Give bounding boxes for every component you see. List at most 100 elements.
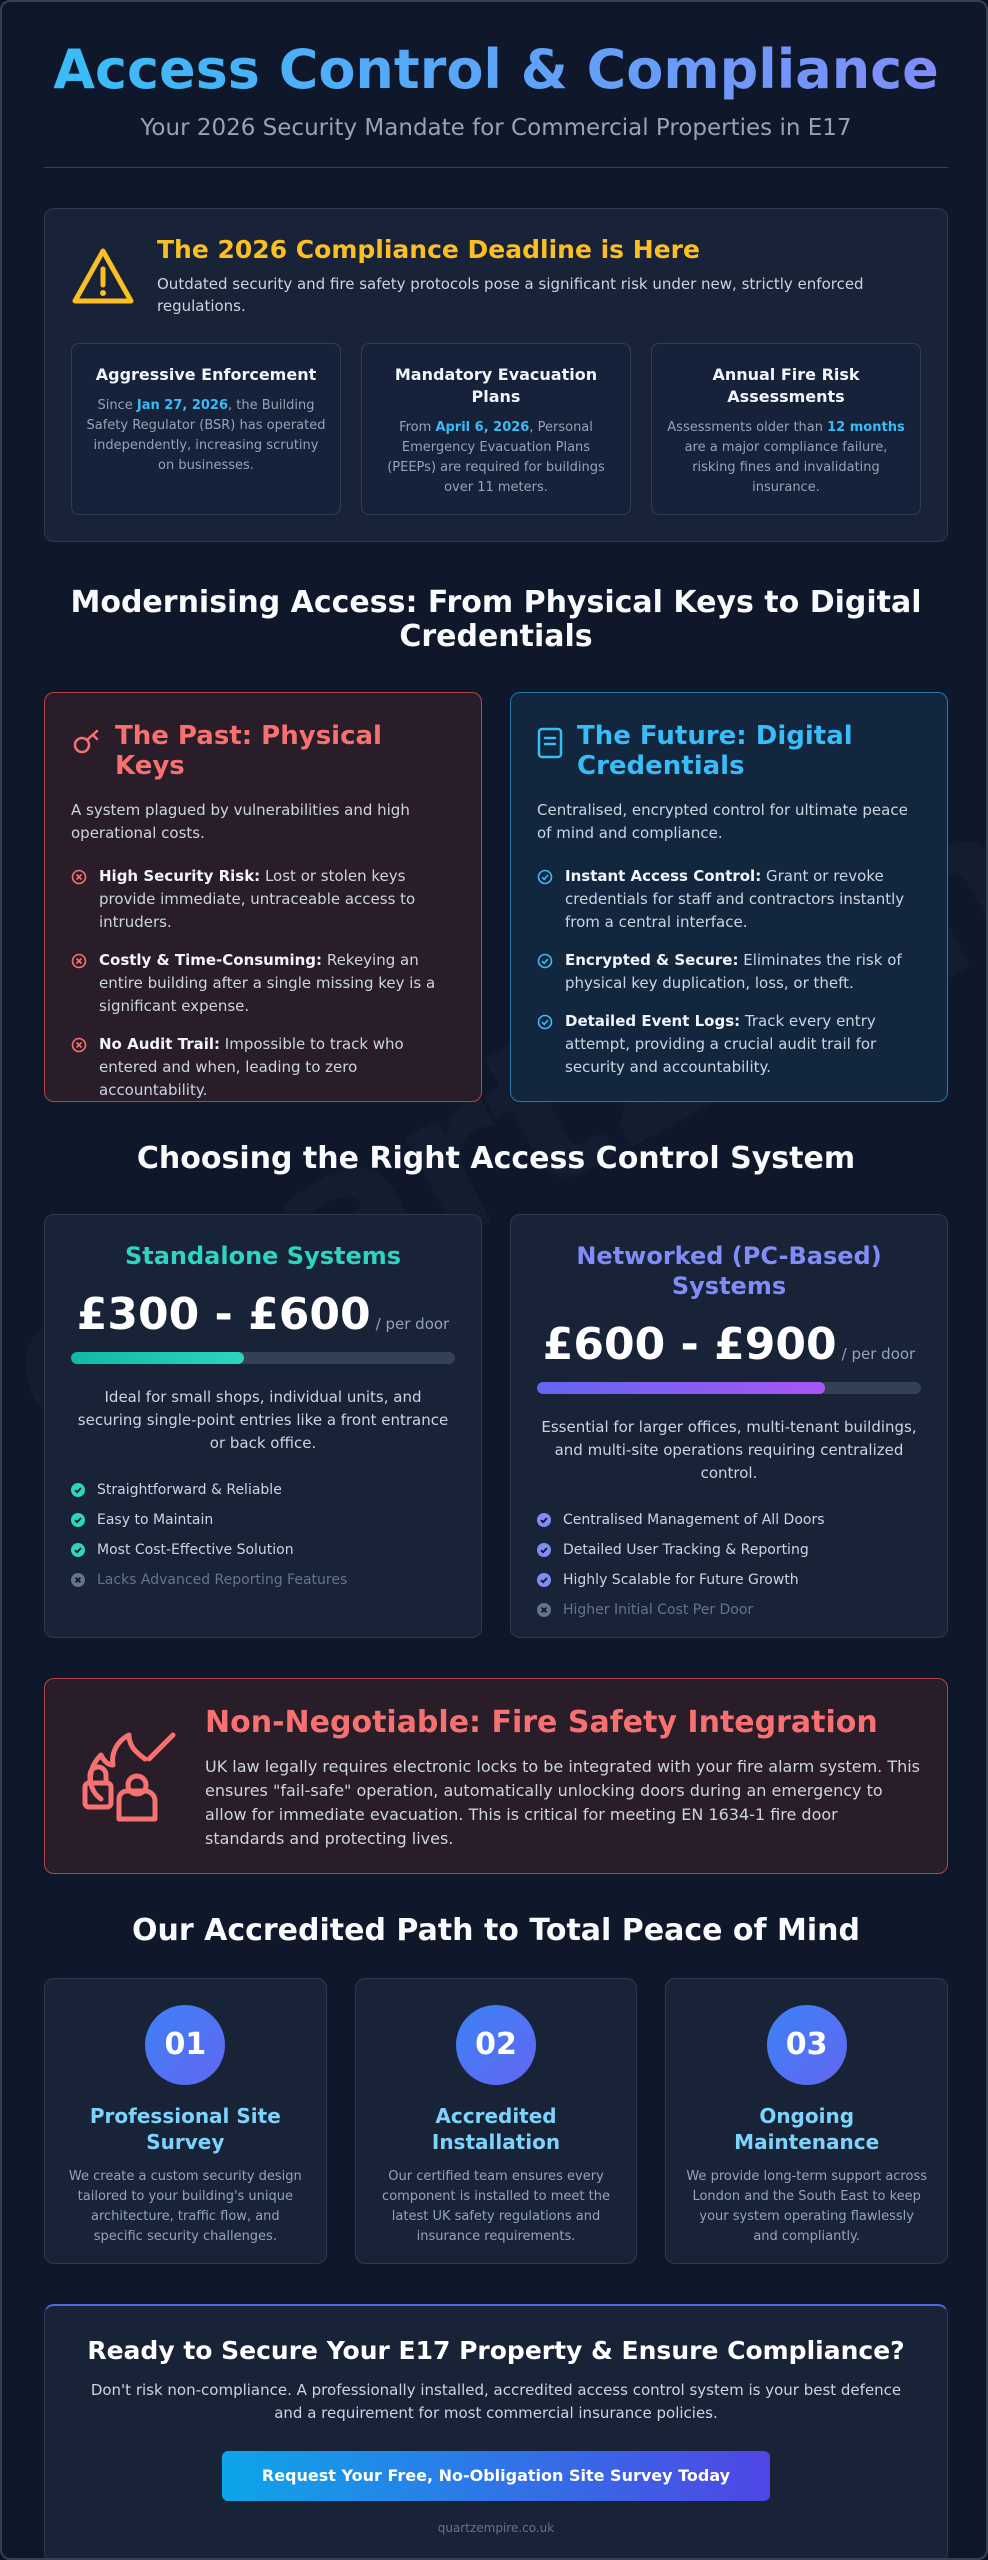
deadline-card-text: From April 6, 2026, Personal Emergency E… xyxy=(387,420,605,495)
networked-cost-bar xyxy=(537,1382,921,1394)
past-list: High Security Risk: Lost or stolen keys … xyxy=(71,865,455,1102)
step-maintenance: 03 Ongoing Maintenance We provide long-t… xyxy=(665,1978,949,2264)
deadline-description: Outdated security and fire safety protoc… xyxy=(157,275,864,315)
feature-label: Detailed User Tracking & Reporting xyxy=(563,1542,809,1558)
page-content: Access Control & Compliance Your 2026 Se… xyxy=(44,2,949,2558)
deadline-card-title: Aggressive Enforcement xyxy=(95,365,317,384)
check-circle-icon xyxy=(537,1513,551,1527)
standalone-title: Standalone Systems xyxy=(124,1242,402,1270)
path-title: Our Accredited Path to Total Peace of Mi… xyxy=(132,1913,860,1948)
past-title: The Past: Physical Keys xyxy=(115,721,382,781)
price-unit: / per door xyxy=(841,1345,916,1363)
feature-item: Most Cost-Effective Solution xyxy=(71,1535,455,1565)
feature-item: Centralised Management of All Doors xyxy=(537,1505,921,1535)
deadline-section: The 2026 Compliance Deadline is Here Out… xyxy=(44,208,948,542)
fire-safety-section: Non-Negotiable: Fire Safety Integration … xyxy=(44,1678,948,1874)
header-divider xyxy=(44,167,948,168)
list-item: No Audit Trail: Impossible to track who … xyxy=(71,1033,455,1102)
modernising-title: Modernising Access: From Physical Keys t… xyxy=(70,585,922,654)
past-description: A system plagued by vulnerabilities and … xyxy=(71,801,410,842)
check-circle-icon xyxy=(71,1483,85,1497)
price-unit: / per door xyxy=(375,1315,450,1333)
pricing-row: Standalone Systems £300 - £600 / per doo… xyxy=(44,1214,948,1638)
price-value: £600 - £900 xyxy=(542,1319,837,1370)
list-item: Costly & Time-Consuming: Rekeying an ent… xyxy=(71,949,455,1018)
step-description: We provide long-term support across Lond… xyxy=(686,2169,927,2244)
deadline-card-title: Mandatory Evacuation Plans xyxy=(394,365,598,406)
feature-label: Most Cost-Effective Solution xyxy=(97,1542,294,1558)
steps-row: 01 Professional Site Survey We create a … xyxy=(44,1978,949,2264)
fire-description: UK law legally requires electronic locks… xyxy=(205,1757,921,1848)
future-description: Centralised, encrypted control for ultim… xyxy=(537,801,908,842)
feature-item: Higher Initial Cost Per Door xyxy=(537,1595,921,1625)
deadline-card-enforcement: Aggressive Enforcement Since Jan 27, 202… xyxy=(71,343,341,515)
check-circle-icon xyxy=(71,1513,85,1527)
cta-section: Ready to Secure Your E17 Property & Ensu… xyxy=(44,2304,948,2558)
feature-label: Lacks Advanced Reporting Features xyxy=(97,1572,348,1588)
x-circle-icon xyxy=(71,869,87,885)
x-circle-icon xyxy=(71,1037,87,1053)
deadline-card-evacuation: Mandatory Evacuation Plans From April 6,… xyxy=(361,343,631,515)
deadline-card-fire-risk: Annual Fire Risk Assessments Assessments… xyxy=(651,343,921,515)
networked-price: £600 - £900 / per door xyxy=(537,1319,921,1370)
past-future-row: The Past: Physical Keys A system plagued… xyxy=(44,692,948,1102)
list-item: Detailed Event Logs: Track every entry a… xyxy=(537,1010,921,1079)
warning-icon xyxy=(72,248,134,304)
check-circle-icon xyxy=(537,953,553,969)
request-survey-button[interactable]: Request Your Free, No-Obligation Site Su… xyxy=(222,2451,770,2501)
step-number: 02 xyxy=(456,2005,536,2085)
list-item: Instant Access Control: Grant or revoke … xyxy=(537,865,921,934)
page-title: Access Control & Compliance xyxy=(44,38,948,101)
standalone-price: £300 - £600 / per door xyxy=(71,1289,455,1340)
networked-card: Networked (PC-Based) Systems £600 - £900… xyxy=(510,1214,948,1638)
deadline-date: Jan 27, 2026 xyxy=(136,398,229,413)
check-circle-icon xyxy=(537,1543,551,1557)
step-title: Accredited Installation xyxy=(431,2104,561,2154)
standalone-card: Standalone Systems £300 - £600 / per doo… xyxy=(44,1214,482,1638)
deadline-cards: Aggressive Enforcement Since Jan 27, 202… xyxy=(71,343,921,515)
feature-item: Detailed User Tracking & Reporting xyxy=(537,1535,921,1565)
step-site-survey: 01 Professional Site Survey We create a … xyxy=(44,1978,327,2264)
x-circle-icon xyxy=(537,1603,551,1617)
check-circle-icon xyxy=(537,1573,551,1587)
page-subtitle: Your 2026 Security Mandate for Commercia… xyxy=(140,115,852,141)
systems-title: Choosing the Right Access Control System xyxy=(136,1141,856,1176)
cost-bar-fill xyxy=(537,1382,825,1394)
price-value: £300 - £600 xyxy=(76,1289,371,1340)
standalone-cost-bar xyxy=(71,1352,455,1364)
step-description: We create a custom security design tailo… xyxy=(68,2169,302,2244)
fire-lock-icon xyxy=(82,1732,176,1822)
check-circle-icon xyxy=(537,1014,553,1030)
networked-description: Essential for larger offices, multi-tena… xyxy=(541,1418,917,1482)
check-circle-icon xyxy=(537,869,553,885)
list-item: High Security Risk: Lost or stolen keys … xyxy=(71,865,455,934)
deadline-card-text: Assessments older than 12 months are a m… xyxy=(667,420,905,495)
x-circle-icon xyxy=(71,953,87,969)
fire-title: Non-Negotiable: Fire Safety Integration xyxy=(205,1705,878,1740)
footer-domain: quartzempire.co.uk xyxy=(437,2521,555,2535)
networked-title: Networked (PC-Based) Systems xyxy=(576,1242,882,1300)
deadline-period: 12 months xyxy=(827,420,905,435)
feature-label: Straightforward & Reliable xyxy=(97,1482,282,1498)
feature-label: Highly Scalable for Future Growth xyxy=(563,1572,799,1588)
feature-label: Centralised Management of All Doors xyxy=(563,1512,825,1528)
cost-bar-fill xyxy=(71,1352,244,1364)
step-description: Our certified team ensures every compone… xyxy=(382,2169,610,2244)
step-title: Ongoing Maintenance xyxy=(734,2104,880,2154)
future-panel: The Future: Digital Credentials Centrali… xyxy=(510,692,948,1102)
deadline-card-title: Annual Fire Risk Assessments xyxy=(712,365,860,406)
feature-item: Straightforward & Reliable xyxy=(71,1475,455,1505)
cta-title: Ready to Secure Your E17 Property & Ensu… xyxy=(87,2336,905,2365)
feature-item: Easy to Maintain xyxy=(71,1505,455,1535)
standalone-description: Ideal for small shops, individual units,… xyxy=(77,1388,449,1452)
feature-label: Easy to Maintain xyxy=(97,1512,214,1528)
feature-item: Highly Scalable for Future Growth xyxy=(537,1565,921,1595)
future-title: The Future: Digital Credentials xyxy=(577,721,853,781)
list-item: Encrypted & Secure: Eliminates the risk … xyxy=(537,949,921,995)
cta-description: Don't risk non-compliance. A professiona… xyxy=(90,2381,902,2422)
past-panel: The Past: Physical Keys A system plagued… xyxy=(44,692,482,1102)
feature-label: Higher Initial Cost Per Door xyxy=(563,1602,754,1618)
